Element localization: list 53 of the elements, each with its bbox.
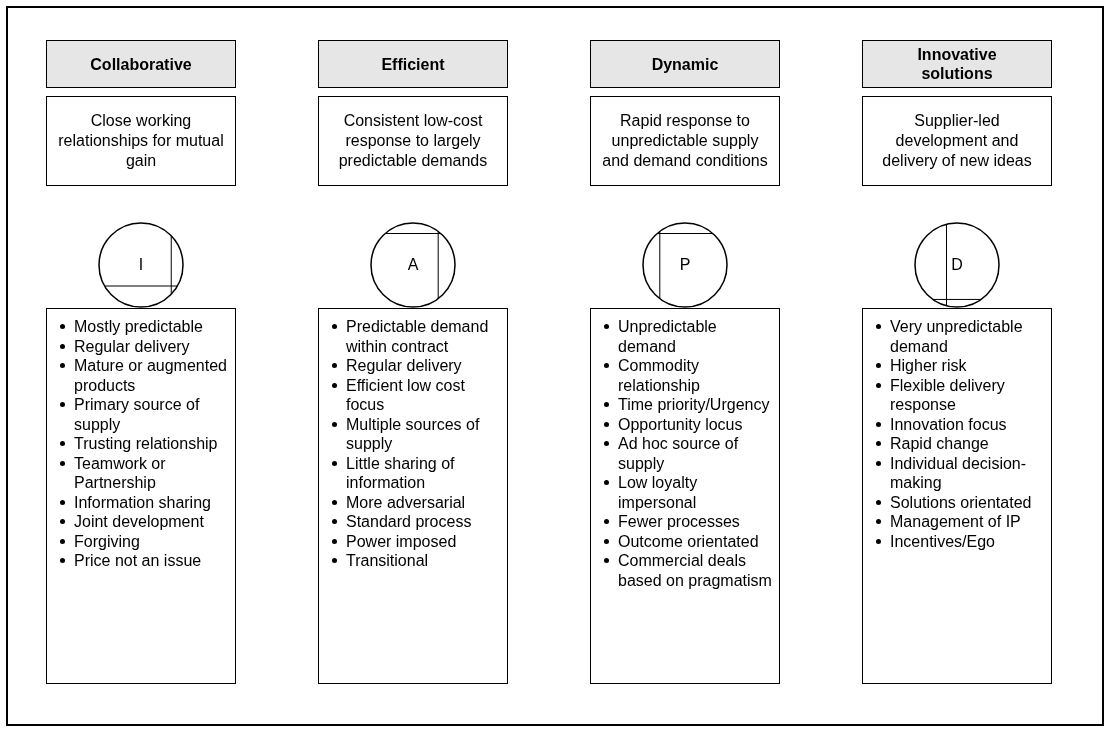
list-item: Information sharing (74, 492, 211, 512)
bullet-list-box (318, 308, 508, 684)
list-item: Joint development (74, 512, 204, 532)
list-item: Regular delivery (346, 356, 462, 376)
column-header: Innovative solutions (862, 40, 1052, 88)
list-item: Unpredictable demand (618, 317, 718, 356)
list-item: Commodity relationship (618, 356, 701, 395)
list-item: Forgiving (74, 531, 140, 551)
list-item: Predictable demand within contract (346, 317, 490, 356)
list-item: Commercial deals based on pragmatism (618, 551, 773, 590)
list-item: Transitional (346, 551, 429, 571)
list-item: Innovation focus (890, 414, 1007, 434)
bullet-list-box (46, 308, 236, 684)
list-item: Ad hoc source of supply (618, 434, 740, 473)
description-box: Consistent low-cost response to largely predictable demands (318, 96, 508, 186)
column-header: Dynamic (590, 40, 780, 88)
quadrant-letter: D (951, 256, 963, 274)
list-item: Regular delivery (74, 336, 190, 356)
list-item: Solutions orientated (890, 492, 1032, 512)
list-item: Rapid change (890, 434, 989, 454)
description-box: Rapid response to unpredictable supply and demand conditions (590, 96, 780, 186)
list-item: Mature or augmented products (74, 356, 228, 395)
column-header: Collaborative (46, 40, 236, 88)
list-item: Standard process (346, 512, 472, 532)
column-header: Efficient (318, 40, 508, 88)
description-box: Supplier-led development and delivery of new ideas (862, 96, 1052, 186)
list-item: Low loyalty impersonal (618, 473, 699, 512)
list-item: Little sharing of information (346, 453, 456, 493)
quadrant-letter: A (407, 256, 419, 274)
list-item: Flexible delivery response (890, 375, 1006, 415)
list-item: Outcome orientated (618, 531, 759, 551)
list-item: Very unpredictable demand (890, 317, 1024, 356)
bullet-list-box (590, 308, 780, 684)
list-item: Trusting relationship (74, 434, 218, 454)
list-item: Mostly predictable (74, 317, 203, 337)
list-item: Teamwork or Partnership (74, 453, 167, 493)
list-item: Primary source of supply (74, 395, 201, 434)
list-item: Management of IP (890, 512, 1021, 532)
list-item: Individual decision-making (890, 453, 1028, 493)
quadrant-letter: I (138, 256, 144, 274)
list-item: Efficient low cost focus (346, 375, 466, 415)
quadrant-letter: P (679, 256, 691, 274)
list-item: Opportunity locus (618, 414, 743, 434)
list-item: Time priority/Urgency (618, 395, 770, 415)
list-item: Price not an issue (74, 551, 202, 571)
bullet-list-box (862, 308, 1052, 684)
list-item: Multiple sources of supply (346, 414, 481, 454)
list-item: Higher risk (890, 356, 967, 376)
list-item: Fewer processes (618, 512, 740, 532)
list-item: More adversarial (346, 492, 466, 512)
list-item: Power imposed (346, 531, 457, 551)
description-box: Close working relationships for mutual gain (46, 96, 236, 186)
list-item: Incentives/Ego (890, 531, 995, 551)
